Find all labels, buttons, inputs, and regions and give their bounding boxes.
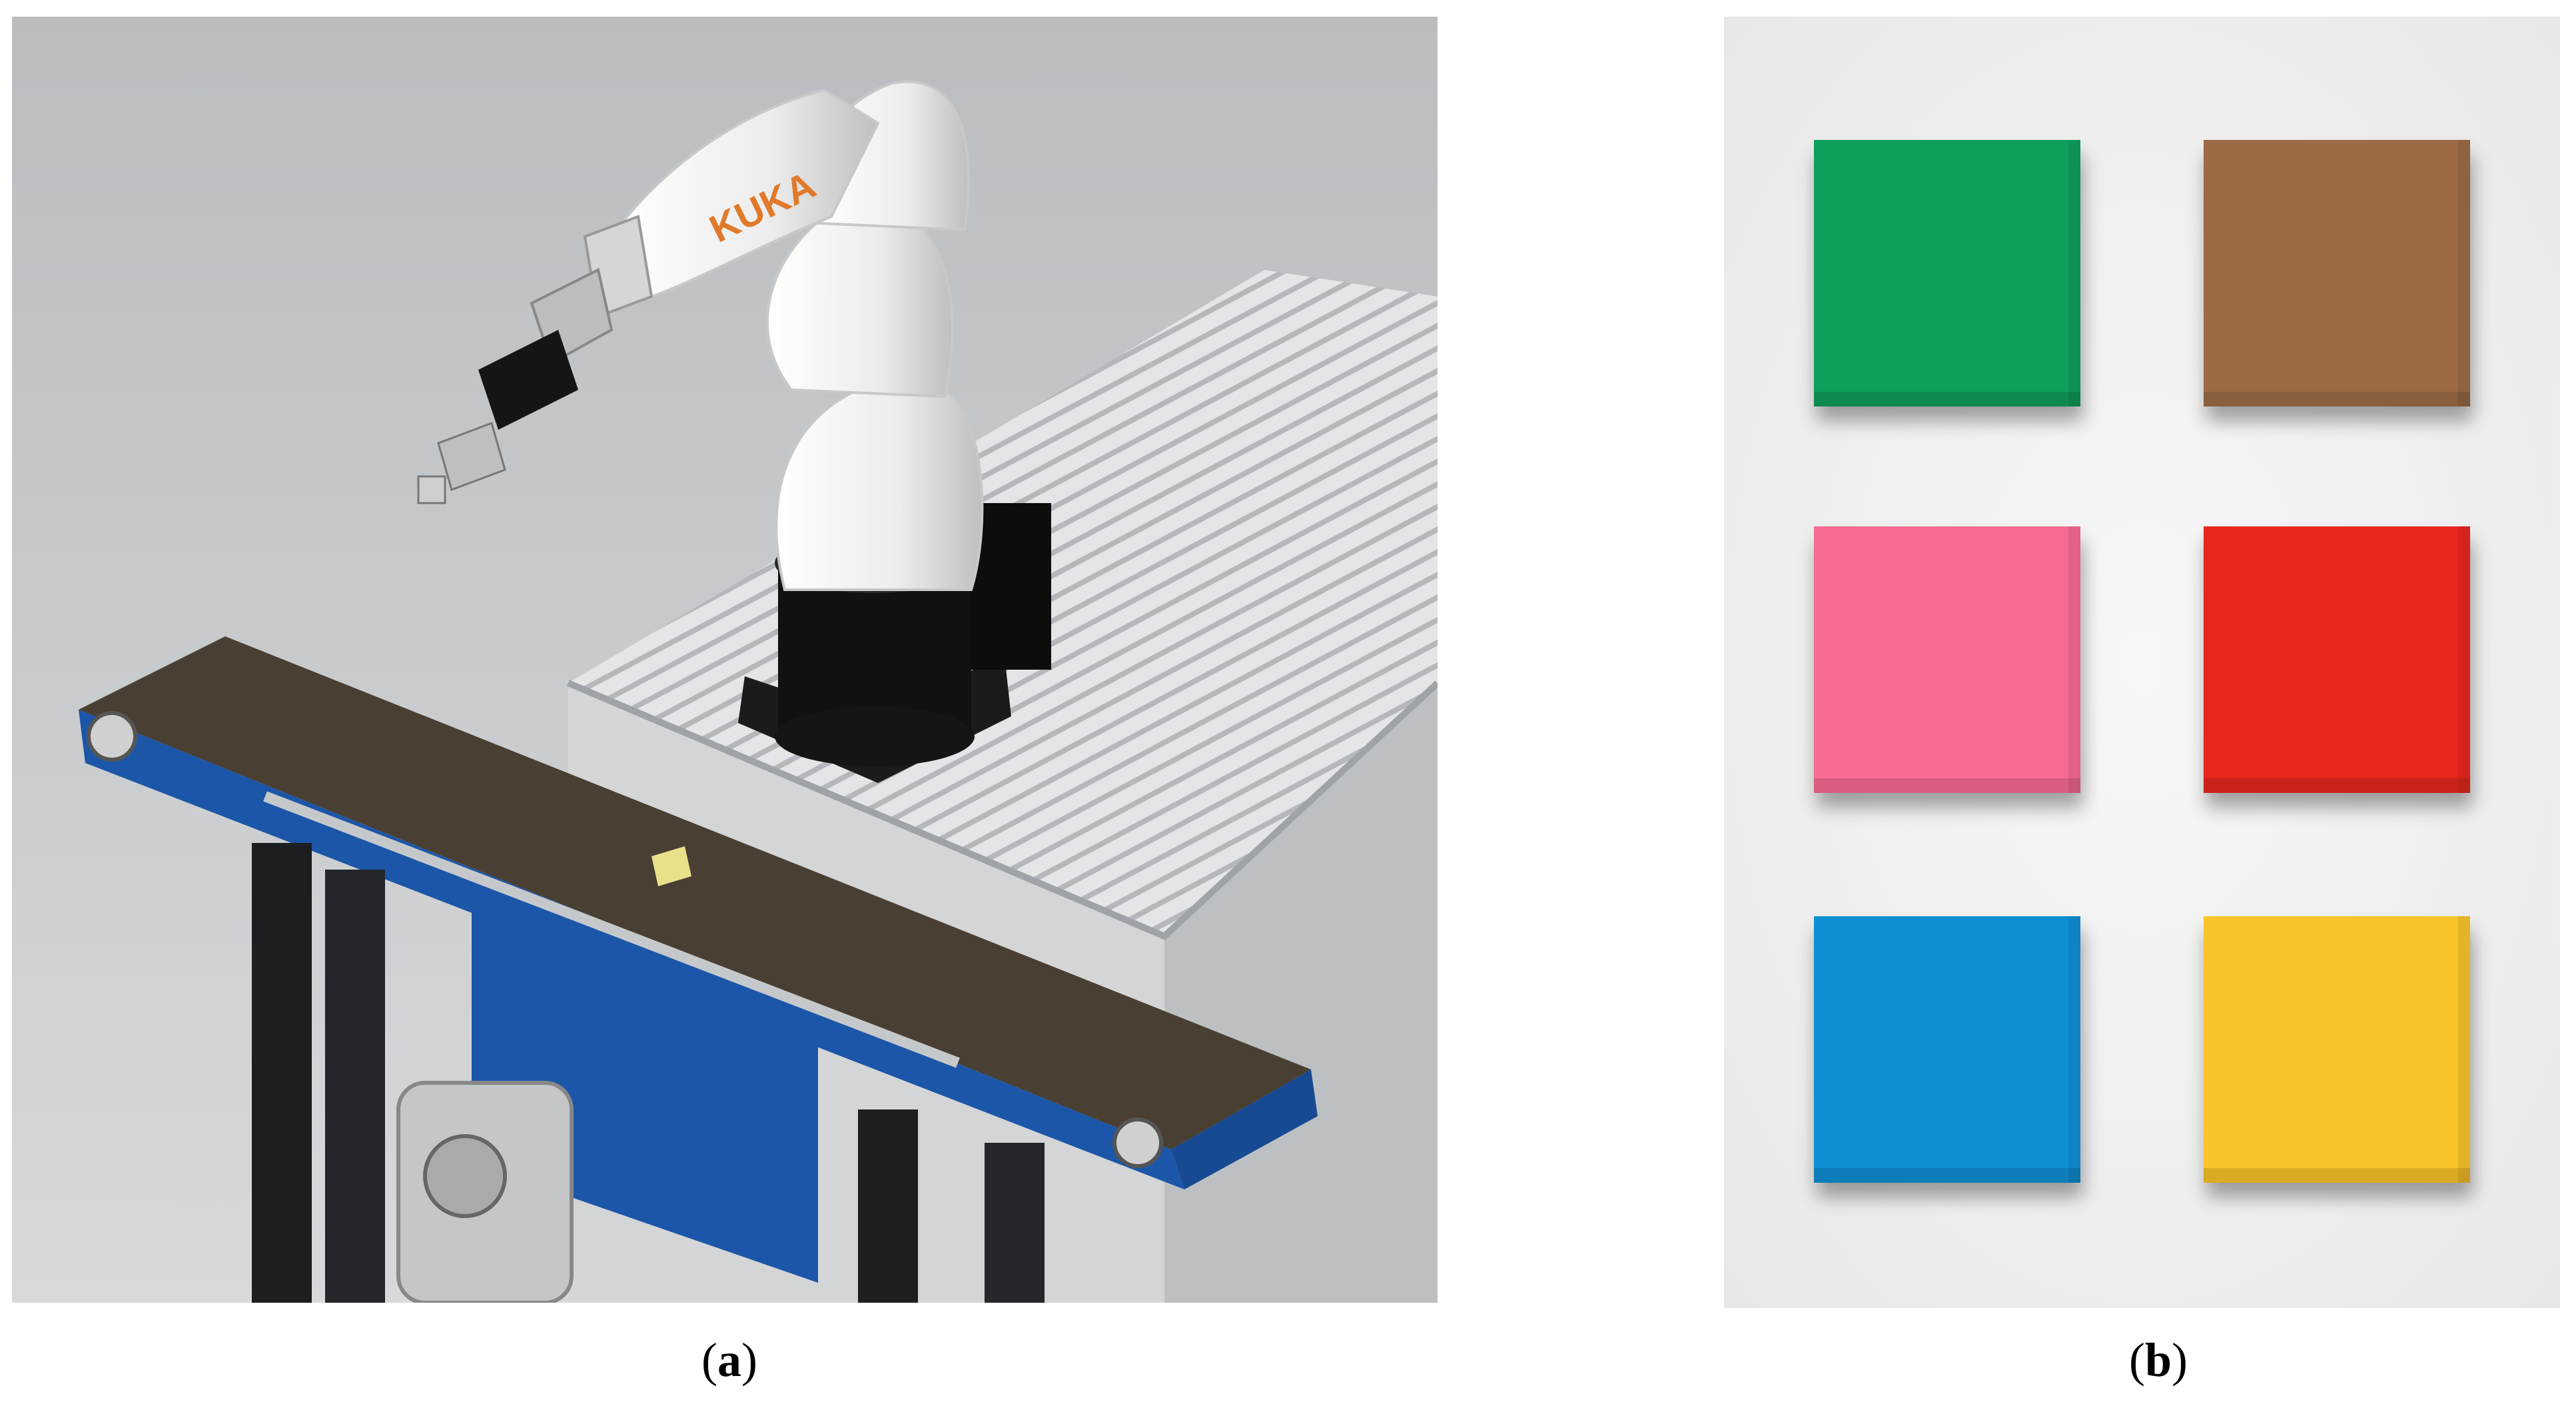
box-blue xyxy=(1814,916,2080,1183)
boxes-layer xyxy=(1814,140,2470,1183)
caption-b-letter: b xyxy=(2144,1333,2172,1387)
workpiece-cube xyxy=(651,846,691,886)
robot-arm: KUKA xyxy=(417,80,984,591)
panel-b-colored-boxes-image xyxy=(1724,17,2560,1308)
box-yellow xyxy=(2204,916,2470,1183)
robot-workcell-illustration: KUKA xyxy=(12,17,1438,1303)
caption-a-letter: a xyxy=(717,1333,741,1387)
colored-boxes-photo xyxy=(1724,17,2560,1308)
box-red xyxy=(2204,526,2470,793)
panel-a-robot-workcell-image: KUKA xyxy=(12,17,1438,1303)
box-pink xyxy=(1814,526,2080,793)
caption-a: (a) xyxy=(701,1333,757,1387)
caption-b: (b) xyxy=(2128,1333,2188,1387)
box-brown xyxy=(2204,140,2470,406)
conveyor xyxy=(79,636,1318,1303)
box-green xyxy=(1814,140,2080,406)
